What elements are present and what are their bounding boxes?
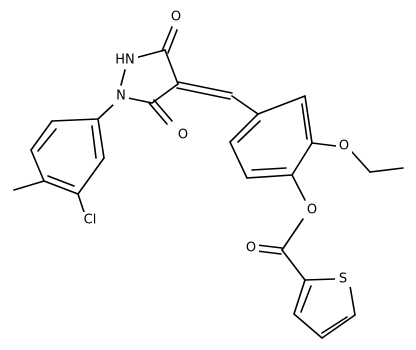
bond-ar1 (51, 118, 99, 122)
bond-c5-o-double-a (148, 102, 168, 125)
bond-br5 (229, 141, 248, 179)
bond-c5-o-double-b (153, 99, 173, 122)
bond-n1-c5 (127, 97, 153, 104)
bond-br1 (257, 95, 306, 115)
bond-ar-o-ethoxy (311, 142, 337, 147)
bond-c4-c3 (164, 49, 179, 85)
atom-cl: Cl (84, 213, 97, 228)
atom-s-thiophene: S (339, 272, 347, 287)
bond-ar5 (77, 157, 105, 195)
bond-co-double-b (256, 250, 282, 255)
bond-ch2-ch3 (369, 167, 404, 173)
atom-o-bottom: O (178, 128, 188, 143)
atom-labels: O HN N O O Cl O O S (80, 8, 352, 287)
bond-c-cl (77, 193, 85, 213)
bond-th1 (304, 278, 336, 281)
bond-c3-o-double-b (167, 29, 178, 54)
atom-nh: HN (115, 53, 135, 68)
bond-ar4 (43, 180, 79, 195)
bond-co-double-a (256, 244, 283, 249)
bond-br2 (304, 95, 313, 144)
bond-th-inner1 (321, 316, 348, 334)
bond-ar-inner1 (37, 128, 57, 152)
bond-c5-c4 (151, 83, 179, 104)
bond-br-inner3 (237, 120, 261, 143)
bond-ar-inner2 (47, 175, 75, 187)
bond-methyl (13, 180, 45, 191)
atom-o-ethoxy: O (339, 139, 349, 154)
bond-ar-o-ester (291, 174, 306, 201)
atom-n1: N (116, 89, 126, 104)
atom-o-top: O (171, 10, 181, 25)
bond-c-thiophene (281, 249, 306, 281)
bond-th-inner2 (300, 285, 312, 313)
bond-o-ch2 (351, 151, 371, 173)
atom-o-carbonyl: O (246, 241, 256, 256)
bond-ar6 (97, 118, 105, 159)
bond-ar-inner3 (91, 125, 97, 159)
bond-ch-ring (231, 95, 259, 115)
bond-lines (13, 26, 404, 339)
bond-nh-n1 (120, 69, 126, 86)
bond-br3 (291, 142, 313, 176)
bond-ar3 (30, 149, 45, 182)
bond-br-inner2 (251, 167, 287, 171)
bond-c4-ch-double-b (176, 87, 231, 100)
bond-o-carbonyl-c (281, 218, 304, 251)
atom-o-ester: O (307, 203, 317, 218)
bond-th4 (293, 313, 323, 339)
bond-br6 (229, 113, 259, 143)
bond-ar2 (30, 120, 53, 151)
bond-th3 (321, 314, 356, 339)
bond-th5 (293, 279, 306, 315)
bond-th2 (349, 285, 356, 316)
bond-c3-nh (134, 49, 166, 59)
bond-c4-ch-double-a (177, 81, 233, 94)
bond-c3-o-double-a (161, 26, 173, 52)
bond-br4 (246, 174, 293, 179)
bond-n1-aryl (97, 104, 114, 120)
bond-br-inner1 (301, 103, 308, 140)
